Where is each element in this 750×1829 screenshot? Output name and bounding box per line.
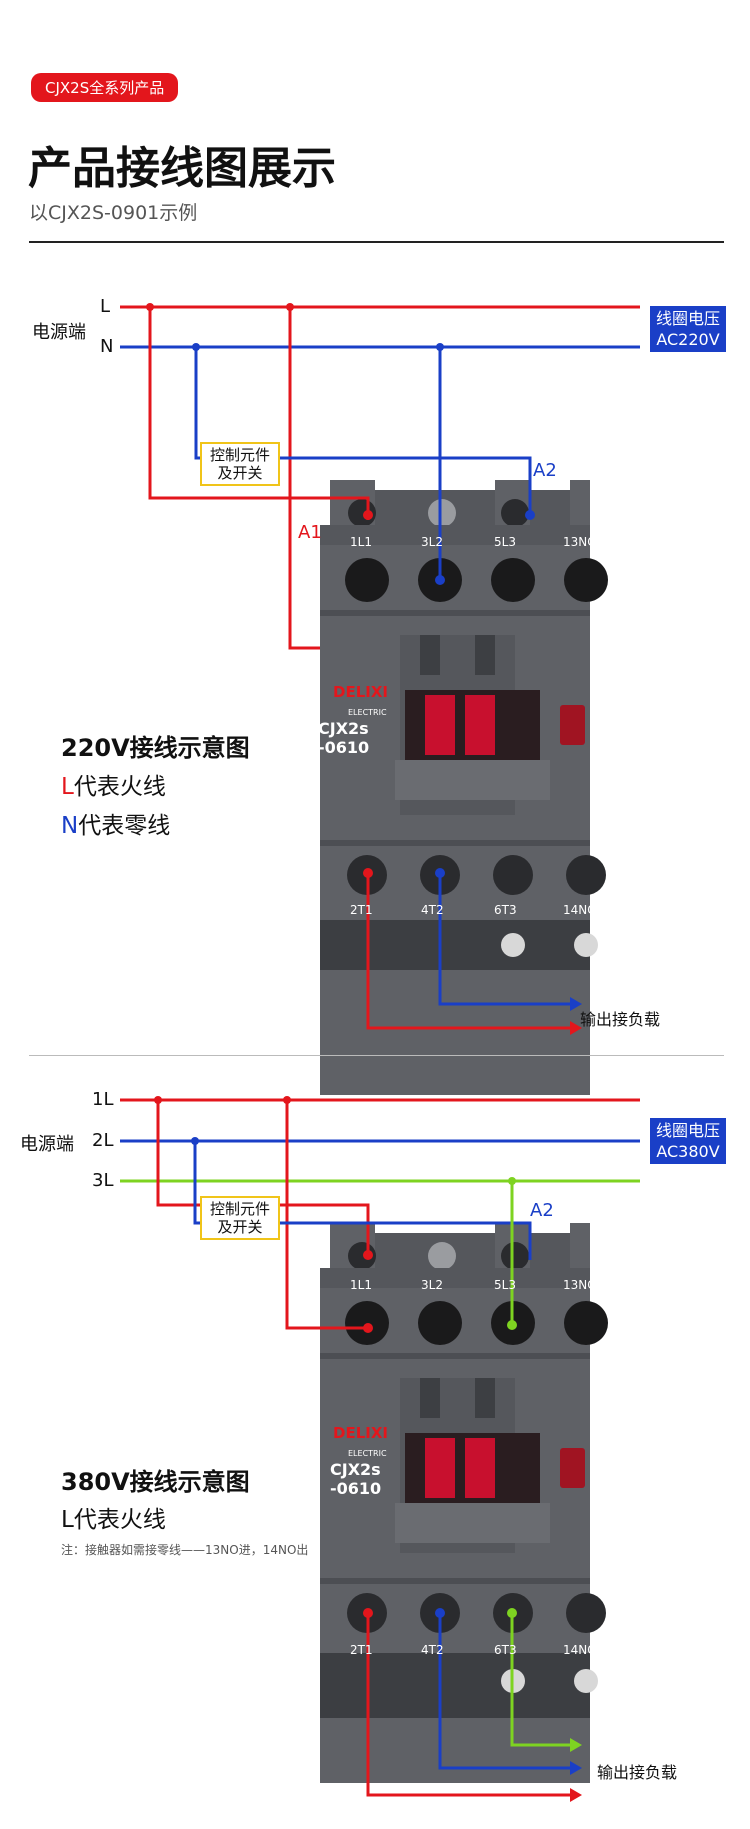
- bottom-terminal-4: 14NO: [563, 903, 597, 917]
- top-terminal-3: 5L3: [494, 535, 516, 549]
- control-element-box-220: 控制元件 及开关: [200, 442, 281, 486]
- caption-N-220: N代表零线: [61, 806, 170, 840]
- output-label-220: 输出接负载: [580, 1010, 661, 1029]
- control-line1: 控制元件: [210, 1200, 271, 1218]
- brand-sub-text: ELECTRIC: [348, 1449, 387, 1458]
- a2-label-380: A2: [530, 1200, 554, 1221]
- top-terminal-2: 3L2: [421, 1278, 443, 1292]
- page-subtitle: 以CJX2S-0901示例: [29, 202, 198, 224]
- device-labels-220: DELIXI ELECTRIC CJX2s -0610 1L1 3L2 5L3 …: [318, 535, 597, 917]
- bottom-terminal-1: 2T1: [350, 903, 373, 917]
- control-line2: 及开关: [217, 464, 263, 482]
- bottom-terminal-4: 14NO: [563, 1643, 597, 1657]
- line-N-label: N: [100, 336, 114, 357]
- coil-label: 线圈电压: [656, 1121, 721, 1140]
- line-L-label: L: [100, 296, 111, 317]
- top-terminal-4: 13NO: [563, 535, 597, 549]
- coil-voltage-box-220: 线圈电压 AC220V: [650, 306, 727, 352]
- wire-dots-380: [154, 1096, 582, 1802]
- line-3L-label: 3L: [92, 1170, 114, 1191]
- series-badge: CJX2S全系列产品: [31, 73, 179, 102]
- coil-voltage-box-380: 线圈电压 AC380V: [650, 1118, 727, 1164]
- contactor-device-380: [320, 1223, 608, 1783]
- output-label-380: 输出接负载: [597, 1763, 678, 1782]
- top-terminal-3: 5L3: [494, 1278, 516, 1292]
- model-line2: -0610: [330, 1479, 381, 1498]
- coil-label: 线圈电压: [656, 309, 721, 328]
- header-divider: [29, 241, 724, 243]
- top-terminal-2: 3L2: [421, 535, 443, 549]
- caption-L-220: L代表火线: [61, 767, 166, 801]
- caption-L-text: 代表火线: [73, 774, 166, 800]
- caption-title-220: 220V接线示意图: [61, 734, 250, 762]
- control-line1: 控制元件: [210, 446, 271, 464]
- top-terminal-4: 13NO: [563, 1278, 597, 1292]
- wire-dots-220: [146, 303, 582, 1035]
- caption-L-380: L代表火线: [61, 1507, 166, 1533]
- line-1L-label: 1L: [92, 1089, 114, 1110]
- bottom-terminal-2: 4T2: [421, 903, 444, 917]
- bottom-terminal-2: 4T2: [421, 1643, 444, 1657]
- bottom-terminal-3: 6T3: [494, 1643, 517, 1657]
- brand-sub-text: ELECTRIC: [348, 708, 387, 717]
- a1-label: A1: [298, 522, 322, 543]
- device-labels-380: DELIXI ELECTRIC CJX2s -0610 1L1 3L2 5L3 …: [330, 1278, 597, 1657]
- a2-label-220: A2: [533, 460, 557, 481]
- section-divider: [29, 1055, 724, 1056]
- caption-N-letter: N: [61, 813, 79, 839]
- page-title: 产品接线图展示: [28, 143, 336, 194]
- brand-text: DELIXI: [333, 1424, 388, 1442]
- bottom-terminal-1: 2T1: [350, 1643, 373, 1657]
- control-element-box-380: 控制元件 及开关: [200, 1196, 281, 1240]
- line-2L-label: 2L: [92, 1130, 114, 1151]
- caption-title-380: 380V接线示意图: [61, 1468, 250, 1496]
- source-label-380: 电源端: [20, 1134, 74, 1155]
- control-line2: 及开关: [217, 1218, 263, 1236]
- caption-N-text: 代表零线: [78, 813, 171, 839]
- brand-text: DELIXI: [333, 683, 388, 701]
- wiring-note: 注：接触器如需接零线——13NO进，14NO出: [61, 1543, 309, 1557]
- source-label-220: 电源端: [32, 322, 86, 343]
- coil-voltage: AC380V: [656, 1142, 720, 1161]
- coil-voltage: AC220V: [656, 330, 720, 349]
- model-line1: CJX2s: [330, 1460, 381, 1479]
- top-terminal-1: 1L1: [350, 535, 372, 549]
- model-line1: CJX2s: [318, 719, 369, 738]
- caption-L-letter: L: [61, 774, 74, 800]
- bottom-terminal-3: 6T3: [494, 903, 517, 917]
- model-line2: -0610: [318, 738, 369, 757]
- wires-220: [120, 305, 640, 1030]
- top-terminal-1: 1L1: [350, 1278, 372, 1292]
